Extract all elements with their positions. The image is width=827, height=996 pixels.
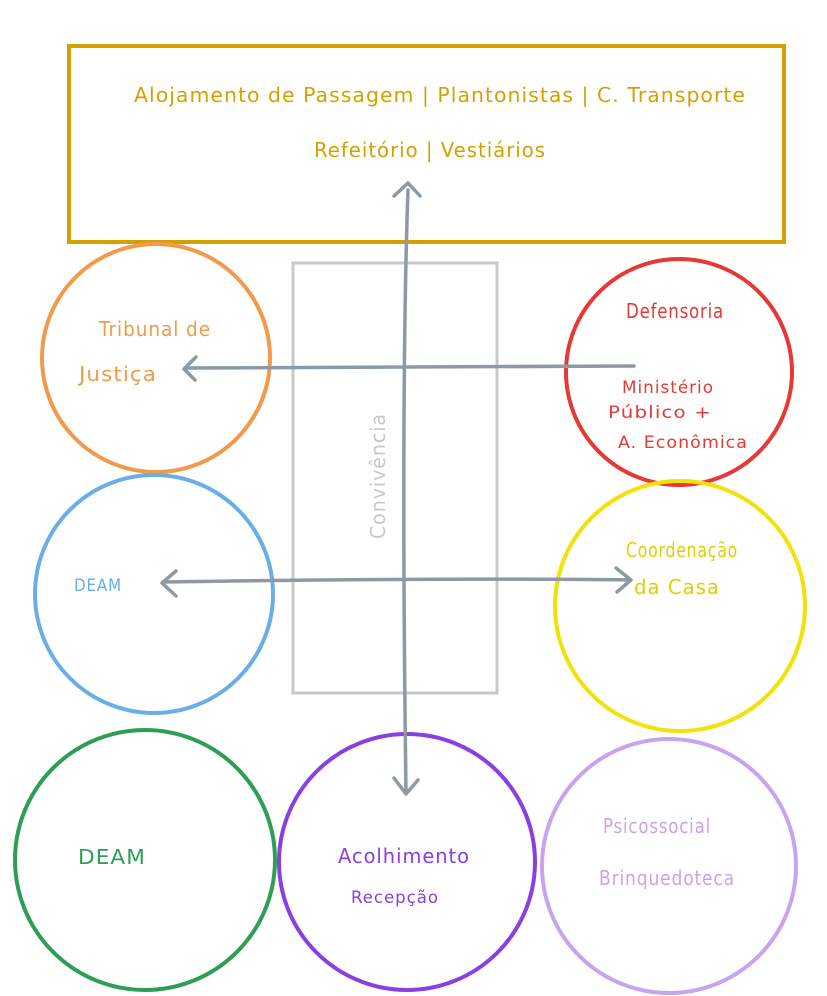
vertical-arrow-line	[402, 188, 410, 794]
deam-green-label: DEAM	[78, 845, 146, 869]
top-services-box	[67, 44, 786, 244]
defensoria-label-line2: Ministério	[622, 378, 714, 398]
deam-blue-label: DEAM	[74, 576, 122, 596]
defensoria-label-line3: Público +	[608, 403, 712, 423]
defensoria-label-line4: A. Econômica	[618, 433, 748, 453]
acolhimento-label-line2: Recepção	[351, 888, 439, 908]
coordenacao-label-line2: da Casa	[634, 575, 720, 599]
acolhimento-label-line1: Acolhimento	[338, 844, 470, 868]
convivencia-area	[291, 261, 499, 695]
vertical-arrow-head-up	[392, 181, 422, 198]
tribunal-label-line2: Justiça	[77, 362, 157, 386]
defensoria-label-line1: Defensoria	[626, 299, 724, 323]
coordenacao-circle	[553, 479, 807, 733]
psicossocial-label-line2: Brinquedoteca	[599, 866, 735, 890]
tribunal-label-line1: Tribunal de	[98, 317, 211, 341]
coordenacao-label-line1: Coordenação	[626, 538, 738, 562]
convivencia-label: Convivência	[366, 413, 390, 539]
lower-horizontal-arrow-line	[161, 577, 632, 584]
vertical-arrow-head-down	[392, 776, 420, 796]
deam-green-circle	[13, 728, 277, 992]
defensoria-circle	[564, 257, 794, 487]
deam-blue-circle	[33, 473, 275, 715]
lower-horizontal-arrow-head-left	[160, 569, 178, 598]
psicossocial-circle	[540, 737, 798, 995]
top-box-line2: Refeitório | Vestiários	[314, 138, 546, 162]
top-box-line1: Alojamento de Passagem | Plantonistas | …	[134, 83, 746, 107]
psicossocial-label-line1: Psicossocial	[603, 814, 711, 838]
tribunal-circle	[40, 242, 272, 474]
upper-horizontal-arrow-head	[182, 355, 198, 382]
connection-arrows	[160, 181, 636, 796]
lower-horizontal-arrow-head-right	[614, 566, 633, 594]
upper-horizontal-arrow-line	[184, 364, 636, 370]
